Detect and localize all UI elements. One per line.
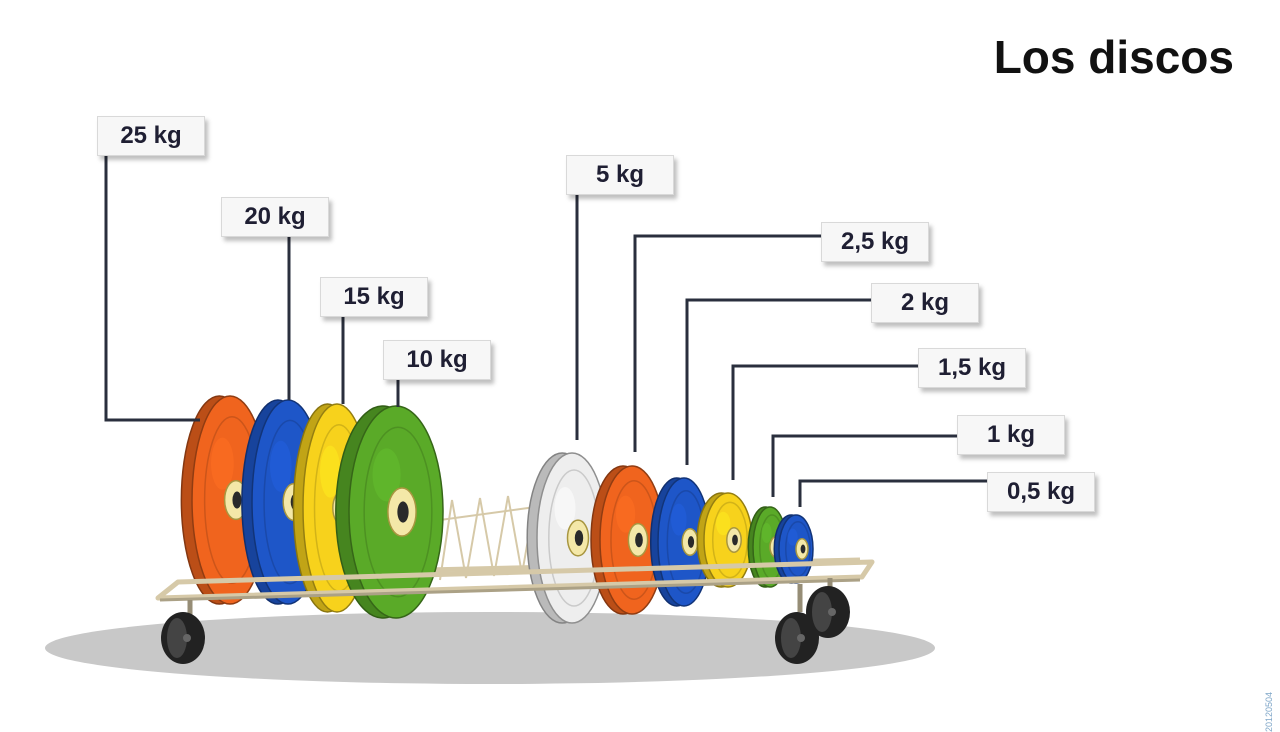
rack-front xyxy=(155,559,875,664)
label-0-5kg: 0,5 kg xyxy=(987,472,1095,512)
plate-highlight xyxy=(671,503,687,536)
plate-hole xyxy=(574,530,584,546)
wheel-front-left xyxy=(161,612,205,664)
leader-line-0-5kg xyxy=(798,479,987,507)
plates xyxy=(180,395,814,624)
plate-hole xyxy=(635,532,643,548)
leader-line-2-5kg xyxy=(633,234,821,452)
label-15kg: 15 kg xyxy=(320,277,428,317)
wheel-axle xyxy=(183,634,191,642)
floor-shadow-ellipse xyxy=(45,612,935,684)
label-20kg: 20 kg xyxy=(221,197,329,237)
image-code: 20120504 xyxy=(1264,692,1274,732)
wheel-axle xyxy=(828,608,836,616)
label-1kg: 1 kg xyxy=(957,415,1065,455)
plate-highlight xyxy=(372,448,401,502)
rack-front-frame xyxy=(155,559,875,601)
plate-0-5kg xyxy=(773,514,814,584)
label-25kg: 25 kg xyxy=(97,116,205,156)
plate-hole xyxy=(687,536,695,548)
plate-highlight xyxy=(211,437,234,490)
plate-5kg xyxy=(526,452,608,624)
label-2-5kg: 2,5 kg xyxy=(821,222,929,262)
plate-highlight xyxy=(270,440,292,492)
wheel-axle xyxy=(797,634,805,642)
leader-line-1kg xyxy=(771,434,957,497)
leader-lines xyxy=(104,156,987,507)
plate-hole xyxy=(397,501,409,523)
wheel-side xyxy=(167,618,187,658)
plate-10kg xyxy=(335,405,444,619)
rack-front-rail xyxy=(159,578,861,602)
wheel-side xyxy=(781,618,801,658)
plate-hole xyxy=(732,534,738,546)
leader-line-25kg xyxy=(104,156,200,422)
label-2kg: 2 kg xyxy=(871,283,979,323)
plate-highlight xyxy=(616,495,636,533)
plate-inner-ring xyxy=(785,521,811,577)
label-10kg: 10 kg xyxy=(383,340,491,380)
label-1-5kg: 1,5 kg xyxy=(918,348,1026,388)
plate-highlight xyxy=(787,528,798,546)
wheel-back-right xyxy=(806,586,850,638)
plate-1-5kg xyxy=(696,492,753,588)
page-title: Los discos xyxy=(993,31,1234,83)
leader-line-1-5kg xyxy=(731,364,918,480)
plate-hole xyxy=(800,544,806,554)
plate-highlight xyxy=(320,445,341,498)
plate-highlight xyxy=(761,523,772,543)
wheel-side xyxy=(812,592,832,632)
plate-inner-ring xyxy=(363,426,433,598)
plate-2-5kg xyxy=(590,465,665,615)
wheel-front-right xyxy=(775,612,819,664)
plate-hole xyxy=(232,491,242,509)
plate-highlight xyxy=(554,487,576,530)
leader-line-2kg xyxy=(685,298,871,465)
plate-inner-ring xyxy=(711,501,749,579)
floor-shadow xyxy=(45,612,935,684)
plate-highlight xyxy=(716,511,731,536)
label-5kg: 5 kg xyxy=(566,155,674,195)
